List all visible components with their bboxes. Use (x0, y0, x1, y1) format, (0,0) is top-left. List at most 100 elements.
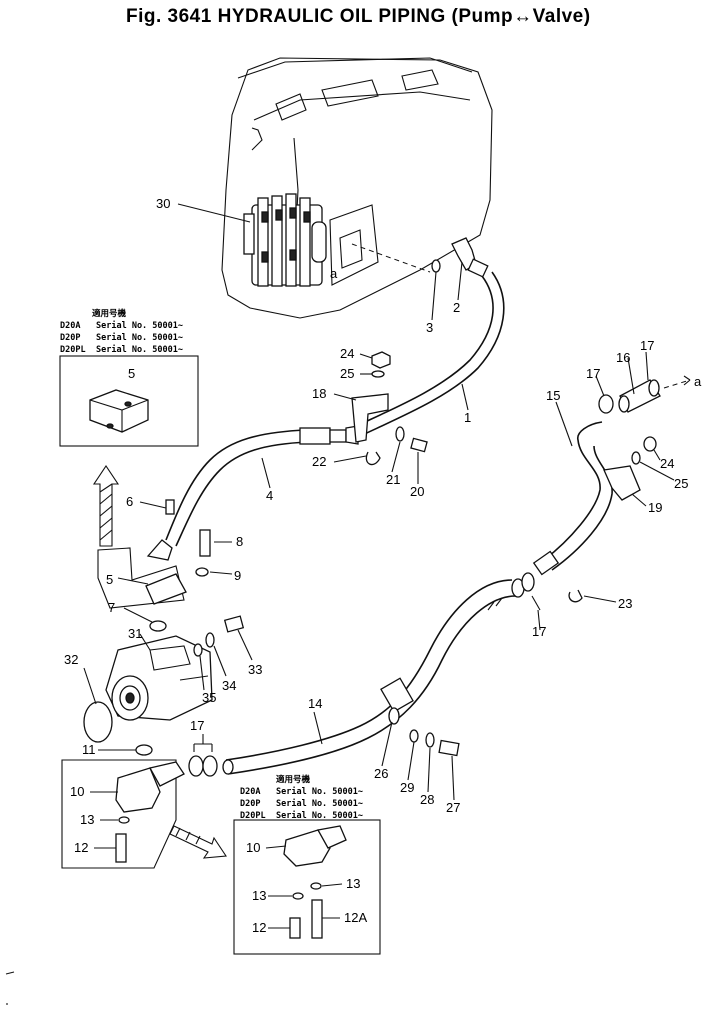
serial-number: Serial No. 50001~ (96, 320, 183, 331)
callout-number: 32 (64, 652, 78, 667)
callout-number: 16 (616, 350, 630, 365)
callout-number: 34 (222, 678, 236, 693)
nut-24 (643, 436, 657, 452)
o-ring-7 (149, 620, 167, 632)
serial-model: D20P (240, 799, 260, 809)
bracket-18 (351, 351, 428, 466)
serial-text-top: 適用号機 D20A Serial No. 50001~ D20P Serial … (60, 308, 183, 355)
callout-number: 25 (340, 366, 354, 381)
hose-1 (351, 271, 505, 439)
callout-number: 11 (82, 742, 96, 757)
washer-34 (205, 632, 215, 648)
serial-number: Serial No. 50001~ (276, 786, 363, 797)
callout-number: 27 (446, 800, 460, 815)
figure-title: Fig. 3641 HYDRAULIC OIL PIPING (Pump↔Val… (126, 6, 591, 27)
bolt-33 (223, 615, 245, 633)
callout-number: 24 (340, 346, 354, 361)
washer-25 (631, 451, 641, 465)
callout-number: 4 (266, 488, 273, 503)
flange-fitting-5 (97, 499, 211, 609)
callout-number: 10 (246, 840, 260, 855)
lower-left-box (61, 759, 185, 869)
clip-23 (568, 589, 583, 603)
callout-number: 12A (344, 910, 367, 925)
seal-11 (135, 744, 153, 756)
callout-number: 15 (546, 388, 560, 403)
seal-35 (193, 643, 203, 657)
callout-number: 21 (386, 472, 400, 487)
serial-text-bottom: 適用号機 D20A Serial No. 50001~ D20P Serial … (240, 774, 363, 821)
hydraulic-pump (105, 635, 213, 721)
callout-number: 8 (236, 534, 243, 549)
serial-number: Serial No. 50001~ (96, 344, 183, 355)
serial-box-bottom (233, 819, 381, 955)
elbow-fitting (431, 237, 489, 278)
clamps-17-mid (511, 572, 541, 611)
callout-number: 19 (648, 500, 662, 515)
arrow-a-line (663, 379, 691, 389)
callout-number: 22 (312, 454, 326, 469)
clamps-17-left (188, 734, 218, 777)
callout-number: 12 (74, 840, 88, 855)
callout-number: 7 (108, 600, 115, 615)
control-valve (243, 193, 327, 287)
washer-29 (409, 729, 419, 743)
washer-28 (425, 732, 435, 748)
bolt-27 (438, 739, 460, 757)
callout-number: 25 (674, 476, 688, 491)
arrow-a-head (683, 375, 691, 386)
callout-number: 29 (400, 780, 414, 795)
callout-number: 23 (618, 596, 632, 611)
bracket-19 (603, 465, 641, 501)
serial-number: Serial No. 50001~ (96, 332, 183, 343)
callout-number: 35 (202, 690, 216, 705)
callout-number: 17 (640, 338, 654, 353)
callout-numbers: 30 3 2 24 25 18 1 22 21 20 4 6 8 9 5 5 7… (64, 196, 688, 935)
callout-number: 26 (374, 766, 388, 781)
ref-letter-a: a (330, 266, 338, 281)
hose-15 (532, 421, 613, 576)
callout-number: 28 (420, 792, 434, 807)
callout-number: 2 (453, 300, 460, 315)
scan-mark (5, 971, 15, 975)
callout-number: 30 (156, 196, 170, 211)
callout-number: 5 (106, 572, 113, 587)
o-ring-32 (83, 701, 113, 743)
callout-number: 20 (410, 484, 424, 499)
callout-number: 10 (70, 784, 84, 799)
valve-housing (221, 57, 493, 319)
callout-number: 1 (464, 410, 471, 425)
callout-number: 17 (532, 624, 546, 639)
serial-box-top (59, 355, 199, 447)
serial-header: 適用号機 (92, 308, 127, 319)
serial-model: D20PL (240, 811, 266, 821)
clamp-26 (388, 707, 400, 725)
callout-number: 33 (248, 662, 262, 677)
callout-number: 3 (426, 320, 433, 335)
callout-number: 12 (252, 920, 266, 935)
callout-number: 13 (80, 812, 94, 827)
callout-number: 24 (660, 456, 674, 471)
callout-number: 5 (128, 366, 135, 381)
serial-number: Serial No. 50001~ (276, 810, 363, 821)
callout-number: 9 (234, 568, 241, 583)
callout-number: 17 (190, 718, 204, 733)
callout-number: 13 (252, 888, 266, 903)
callout-number: 13 (346, 876, 360, 891)
ref-letter-a: a (694, 374, 702, 389)
callout-number: 31 (128, 626, 142, 641)
tube-14 (222, 579, 517, 775)
callout-number: 17 (586, 366, 600, 381)
serial-header: 適用号機 (276, 774, 311, 785)
clamp-17-upper (598, 394, 614, 414)
leader-lines (83, 203, 675, 929)
callout-number: 6 (126, 494, 133, 509)
serial-model: D20A (240, 787, 260, 797)
serial-number: Serial No. 50001~ (276, 798, 363, 809)
callout-number: 18 (312, 386, 326, 401)
hatched-arrow-up (92, 465, 120, 547)
serial-model: D20PL (60, 345, 86, 355)
hose-4 (165, 425, 359, 547)
serial-model: D20A (60, 321, 80, 331)
